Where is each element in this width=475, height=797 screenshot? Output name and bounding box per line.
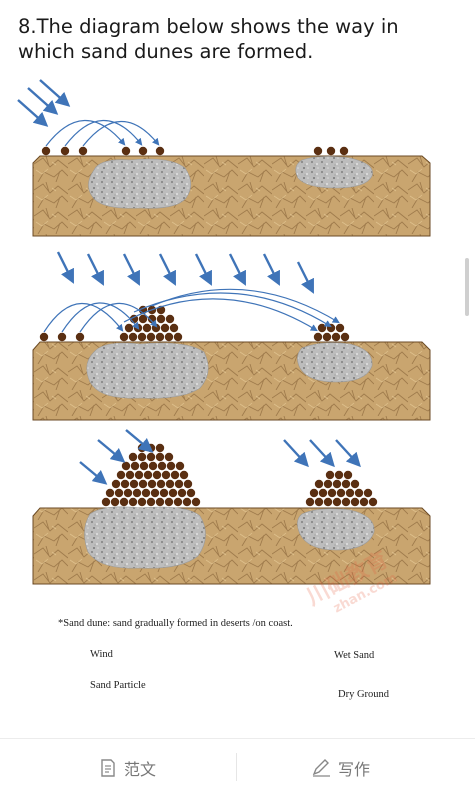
bottom-action-bar: 范文 写作 [0,738,475,797]
particle-paths [43,288,340,333]
panel-1 [17,79,431,237]
xiezuo-button[interactable]: 写作 [310,753,370,783]
wind-arrows [17,79,71,127]
sand-particles [101,443,378,507]
scrollbar-thumb[interactable] [465,258,469,316]
panel-3 [32,429,431,585]
wind-arrows [56,251,314,294]
sand-particle-legend-label: Sand Particle [90,680,146,691]
question-text: 8.The diagram below shows the way in whi… [18,15,399,63]
wind-legend-label: Wind [90,649,113,660]
dry-ground-legend-label: Dry Ground [338,689,390,700]
sand-dune-note: *Sand dune: sand gradually formed in des… [58,618,293,629]
bottom-bar-divider [236,753,237,781]
wet-sand-legend-label: Wet Sand [334,650,375,661]
pen-icon [312,759,330,777]
fanwen-button[interactable]: 范文 [98,753,156,783]
wet-sand-patch [295,156,373,189]
document-icon [101,759,115,777]
wet-sand-patch [88,158,192,209]
fanwen-label: 范文 [124,760,157,779]
sand-dune-diagram [17,79,431,585]
particle-paths [45,120,160,147]
wet-sand-patch [297,508,375,551]
wet-sand-patch [84,506,206,569]
panel-2 [32,251,431,421]
sand-particles [41,146,349,156]
wet-sand-patch [86,342,209,399]
xiezuo-label: 写作 [338,760,371,779]
wind-arrows [79,429,361,485]
sand-particles [39,305,350,342]
wet-sand-patch [297,342,373,383]
